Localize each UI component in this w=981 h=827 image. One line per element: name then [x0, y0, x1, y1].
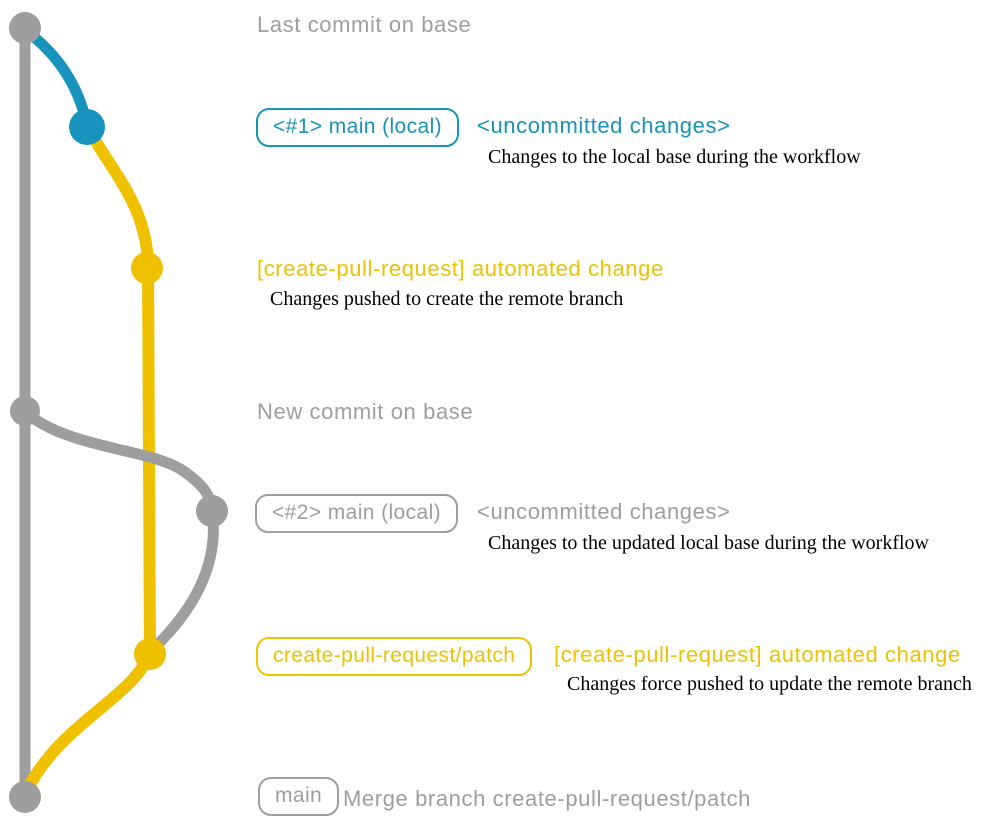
git-graph: [9, 12, 228, 813]
note-local-base-changes-1: Changes to the local base during the wor…: [488, 146, 861, 168]
last-commit-label: Last commit on base: [257, 12, 472, 37]
commit-dot-base-2: [10, 396, 40, 426]
branch-badge-main-local-2: <#2> main (local): [255, 494, 459, 533]
branch-badge-main: main: [258, 777, 340, 816]
patch-branch-edge: [82, 122, 156, 660]
uncommitted-changes-label-2: <uncommitted changes>: [477, 499, 731, 524]
note-force-push-update: Changes force pushed to update the remot…: [567, 673, 972, 695]
new-commit-label: New commit on base: [257, 399, 474, 424]
local-change-edge-1: [19, 24, 93, 131]
merge-edge: [21, 648, 156, 796]
commit-message-merge: Merge branch create-pull-request/patch: [343, 786, 752, 811]
note-local-base-changes-2: Changes to the updated local base during…: [488, 532, 929, 554]
commit-dot-patch-2: [134, 638, 166, 670]
note-push-create-branch: Changes pushed to create the remote bran…: [270, 288, 624, 310]
commit-dot-local-1: [69, 109, 105, 145]
commit-message-automated-2: [create-pull-request] automated change: [554, 642, 961, 667]
commit-dot-merge: [9, 781, 41, 813]
branch-badge-patch: create-pull-request/patch: [256, 637, 533, 676]
local-change-edge-2-in: [146, 505, 219, 656]
commit-dot-local-2: [196, 495, 228, 527]
commit-message-automated-1: [create-pull-request] automated change: [257, 256, 664, 281]
commit-dot-base-1: [9, 12, 41, 44]
uncommitted-changes-label-1: <uncommitted changes>: [477, 113, 731, 138]
commit-dot-patch-1: [131, 252, 163, 284]
branch-badge-main-local-1: <#1> main (local): [256, 108, 460, 147]
local-change-edge-2-out: [19, 406, 218, 517]
